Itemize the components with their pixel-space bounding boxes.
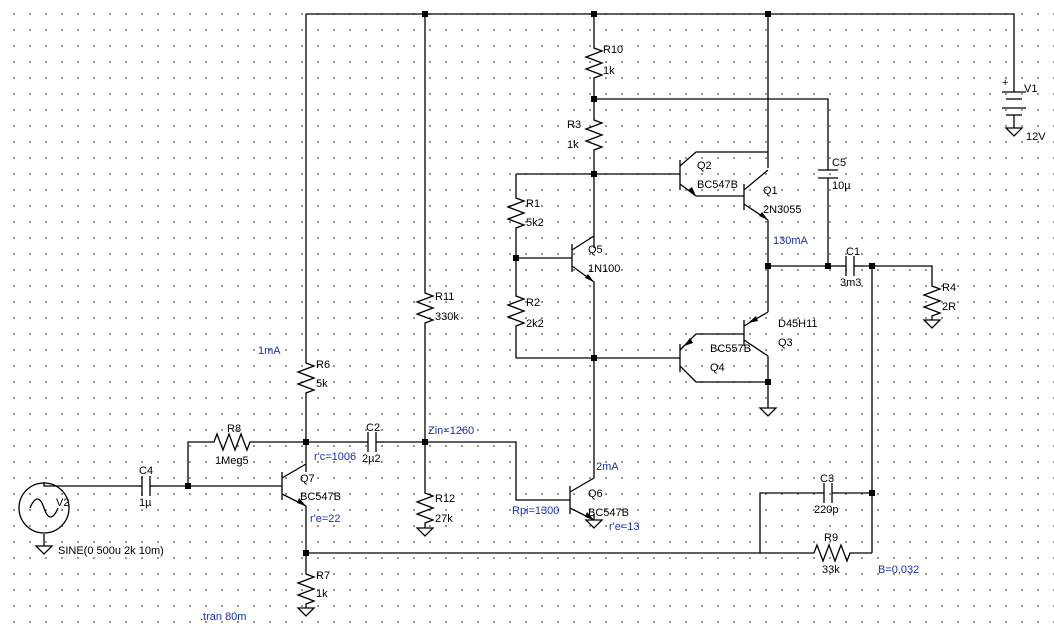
q6-value: BC547B [588, 507, 629, 519]
transistor-q3[interactable]: D45H11 Q3 [743, 311, 818, 357]
r12-value: 27k [435, 513, 453, 525]
q1-value: 2N3055 [763, 204, 802, 216]
q7-value: BC547B [300, 491, 341, 503]
q2-value: BC547B [697, 179, 738, 191]
r4-name: R4 [942, 282, 956, 294]
r11-name: R11 [435, 291, 454, 303]
transistor-q4[interactable]: BC557B Q4 [679, 333, 751, 383]
r4-value: 2R [942, 301, 956, 313]
v1-plus: + [1002, 77, 1008, 89]
capacitor-c2[interactable]: C2 2µ2 [360, 422, 384, 465]
resistor-r7[interactable]: R7 1k [296, 568, 330, 608]
ground-symbols [34, 127, 1024, 617]
capacitor-c5[interactable]: C5 10µ [818, 157, 851, 196]
q7-name: Q7 [300, 473, 315, 485]
resistor-r2[interactable]: R2 2k2 [506, 288, 544, 332]
r11-value: 330k [435, 311, 459, 323]
r1-value: 5k2 [526, 217, 544, 229]
r12-name: R12 [435, 493, 455, 505]
r9-name: R9 [824, 532, 838, 544]
v1-name: V1 [1024, 83, 1037, 95]
sine-source-v2[interactable]: V2 SINE(0 500u 2k 10m) [18, 482, 164, 557]
r8-value: 1Meg5 [215, 455, 249, 467]
q1-name: Q1 [763, 185, 778, 197]
annotation-zin: Zin=1260 [428, 425, 474, 437]
v2-name: V2 [56, 497, 69, 509]
r7-value: 1k [316, 588, 328, 600]
resistor-r1[interactable]: R1 5k2 [506, 190, 544, 234]
r8-name: R8 [227, 423, 241, 435]
r9-value: 33k [822, 564, 840, 576]
resistor-r4[interactable]: R4 2R [922, 280, 956, 320]
resistor-r9[interactable]: R9 33k [806, 532, 852, 576]
transistor-q2[interactable]: Q2 BC547B [679, 151, 768, 197]
c5-name: C5 [832, 157, 846, 169]
r6-value: 5k [316, 378, 328, 390]
r10-name: R10 [603, 44, 623, 56]
q3-value: D45H11 [778, 318, 818, 330]
q6-name: Q6 [588, 488, 603, 500]
resistor-r10[interactable]: R10 1k [584, 40, 623, 84]
r10-value: 1k [603, 65, 615, 77]
c4-value: 1µ [139, 497, 152, 509]
c3-name: C3 [820, 473, 834, 485]
c5-value: 10µ [832, 180, 851, 192]
annotation-beta: B=0,032 [878, 564, 919, 576]
transistor-q1[interactable]: Q1 2N3055 [743, 169, 802, 221]
c4-name: C4 [139, 465, 153, 477]
wires [43, 13, 1015, 568]
r2-value: 2k2 [526, 318, 544, 330]
resistor-r3[interactable]: R3 1k [567, 112, 604, 155]
q2-name: Q2 [697, 160, 712, 172]
transistor-q5[interactable]: Q5 1N100 [571, 235, 620, 283]
r3-name: R3 [567, 119, 581, 131]
capacitor-c3[interactable]: C3 220p [814, 473, 838, 516]
annotation-re-q7: r'e=22 [310, 513, 341, 525]
annotations: 1mA r'c=1006 r'e=22 Zin=1260 Rpi=1300 2m… [200, 235, 919, 623]
q3-name: Q3 [778, 337, 793, 349]
r2-name: R2 [526, 297, 540, 309]
junctions [185, 11, 875, 556]
annotation-re-q6: r'e=13 [609, 521, 640, 533]
r6-name: R6 [316, 359, 330, 371]
resistor-r6[interactable]: R6 5k [296, 355, 330, 400]
annotation-i-out: 130mA [773, 235, 809, 247]
resistor-r12[interactable]: R12 27k [415, 485, 455, 528]
c2-name: C2 [366, 422, 380, 434]
v2-value: SINE(0 500u 2k 10m) [58, 545, 164, 557]
transistor-q7[interactable]: Q7 BC547B [281, 463, 341, 507]
capacitor-c4[interactable]: C4 1µ [136, 465, 156, 509]
annotation-rpi: Rpi=1300 [512, 505, 559, 517]
c3-value: 220p [814, 504, 838, 516]
resistor-r11[interactable]: R11 330k [415, 285, 459, 330]
r1-name: R1 [526, 198, 540, 210]
c2-value: 2µ2 [362, 453, 381, 465]
capacitor-c1[interactable]: C1 3m3 [836, 246, 864, 289]
q5-name: Q5 [588, 244, 603, 256]
r3-value: 1k [567, 139, 579, 151]
annotation-i-q6: 2mA [596, 461, 619, 473]
r7-name: R7 [316, 570, 330, 582]
q4-value: BC557B [710, 343, 751, 355]
c1-name: C1 [846, 246, 860, 258]
resistor-r8[interactable]: R8 1Meg5 [206, 423, 258, 467]
c1-value: 3m3 [840, 277, 861, 289]
battery-v1[interactable]: + V1 12V [1002, 77, 1046, 143]
q4-name: Q4 [710, 362, 725, 374]
annotation-rc-q7: r'c=1006 [314, 451, 356, 463]
q5-value: 1N100 [588, 263, 620, 275]
annotation-i-q7: 1mA [258, 345, 281, 357]
spice-directive[interactable]: .tran 80m [200, 611, 246, 623]
transistor-q6[interactable]: Q6 BC547B [569, 477, 629, 521]
v1-value: 12V [1026, 131, 1046, 143]
